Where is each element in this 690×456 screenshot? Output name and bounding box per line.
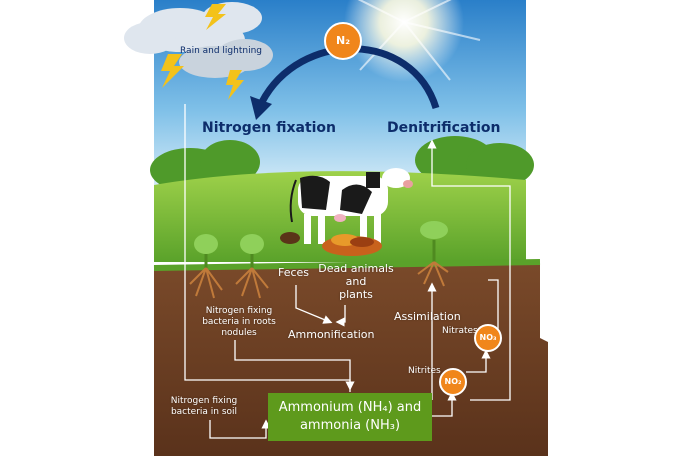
nitrites-label: Nitrites	[408, 366, 441, 376]
nitrates-label: Nitrates	[442, 326, 478, 336]
ammonification-label: Ammonification	[288, 328, 375, 341]
sun-rays	[357, 0, 481, 81]
no2-badge: NO₂	[439, 368, 467, 396]
bacteria-nodules-line-2: bacteria in roots	[202, 316, 276, 327]
feces-label: Feces	[278, 266, 310, 279]
rain-lightning-label: Rain and lightning	[180, 46, 262, 56]
n2-badge: N₂	[324, 22, 362, 60]
denitrification-label: Denitrification	[387, 120, 501, 136]
soil-grass-edge	[153, 259, 541, 271]
bacteria-soil-line-1: Nitrogen fixing	[170, 396, 238, 406]
storm-clouds	[124, 2, 273, 78]
decaying-leaf-pile	[322, 234, 382, 256]
ammonium-ammonia-box: Ammonium (NH₄) and ammonia (NH₃)	[268, 393, 432, 441]
bacteria-nodules-line-3: nodules	[221, 327, 257, 338]
sun	[344, 0, 464, 82]
lightning-bolts	[161, 4, 244, 100]
dead-animals-plants-label: Dead animals and plants	[316, 262, 396, 302]
bacteria-nodules-line-1: Nitrogen fixing	[205, 306, 273, 316]
bacteria-roots-nodules-label: Nitrogen fixing bacteria in roots nodule…	[196, 306, 282, 338]
bacteria-soil-label: Nitrogen fixing bacteria in soil	[164, 396, 244, 418]
flow-lines	[184, 104, 511, 439]
soil-layer	[154, 262, 548, 456]
ammonium-line-1: Ammonium (NH₄) and	[278, 400, 422, 415]
bacteria-soil-line-2: bacteria in soil	[170, 406, 238, 417]
legume-plants	[189, 234, 269, 299]
n2-cycle-arrowhead	[250, 96, 272, 120]
dead-animals-line-3: plants	[339, 288, 373, 302]
dead-animals-line-2: and	[345, 275, 367, 289]
feces-pile	[280, 232, 300, 244]
assimilation-label: Assimilation	[394, 310, 461, 323]
no3-badge: NO₃	[474, 324, 502, 352]
cow	[289, 168, 413, 244]
ammonium-line-2: ammonia (NH₃)	[299, 418, 401, 433]
assimilating-plant	[417, 221, 449, 287]
dead-animals-line-1: Dead animals	[318, 262, 394, 275]
nitrogen-fixation-label: Nitrogen fixation	[202, 120, 337, 136]
